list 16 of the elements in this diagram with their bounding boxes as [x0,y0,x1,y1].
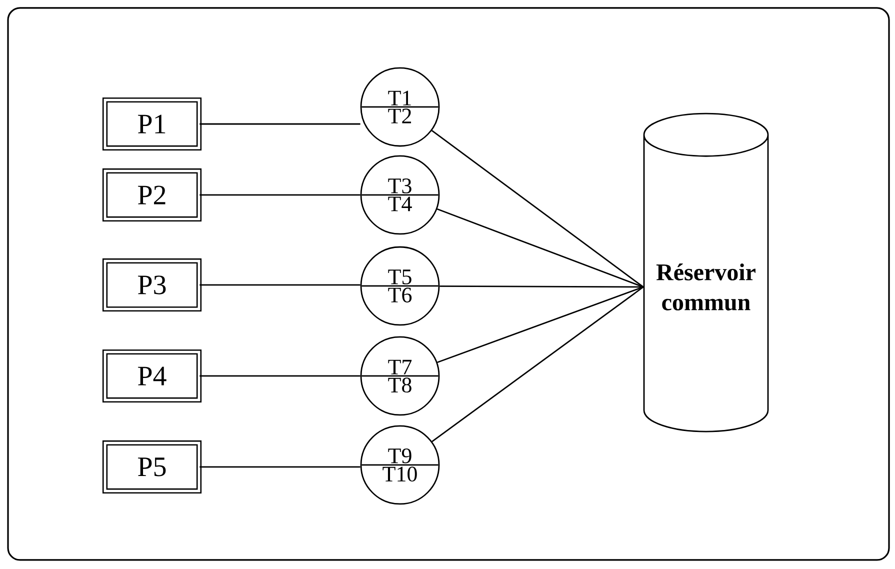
process-box: P2 [102,168,202,222]
connector-line [200,123,360,125]
process-box: P1 [102,97,202,151]
connector-line [200,375,360,377]
connector-line [432,130,644,288]
connector-line [200,284,360,286]
connector-line [437,286,644,363]
cylinder: Réservoir commun [643,112,769,432]
connector-line [436,208,644,288]
connector-line [200,194,360,196]
connector-line [200,466,360,468]
connector-line [440,285,644,288]
process-box: P5 [102,440,202,494]
connector-line [432,286,644,442]
process-box: P4 [102,349,202,403]
process-box: P3 [102,258,202,312]
